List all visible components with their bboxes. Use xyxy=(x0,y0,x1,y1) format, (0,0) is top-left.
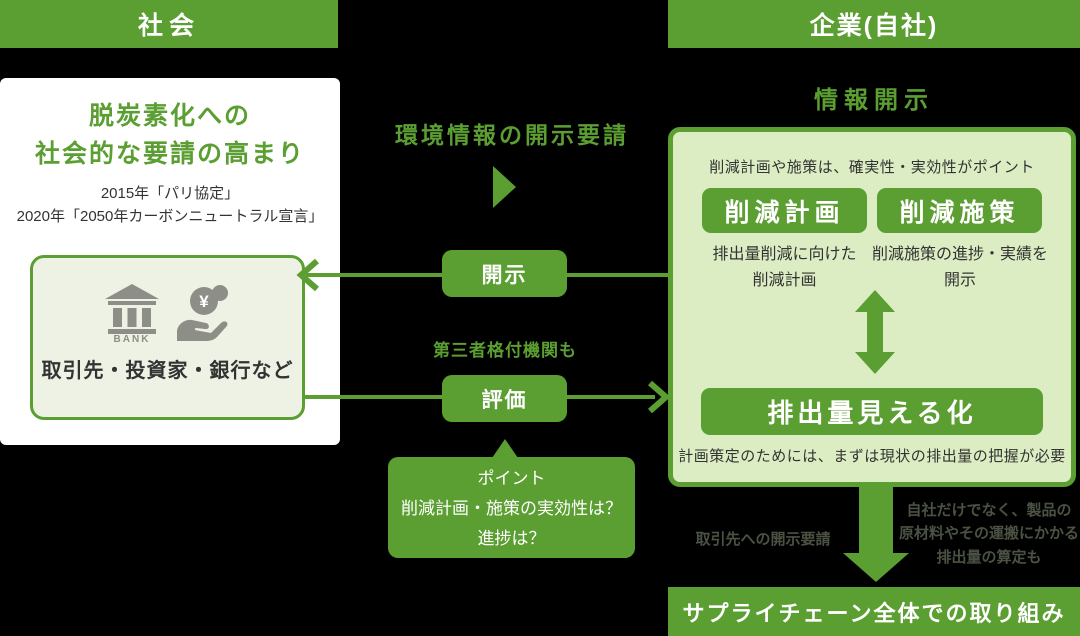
emissions-visualization-pill: 排出量見える化 xyxy=(701,388,1043,435)
society-card: 脱炭素化への 社会的な要請の高まり 2015年「パリ協定」 2020年「2050… xyxy=(0,78,340,445)
plan-description-line2: 削減計画 xyxy=(752,272,817,290)
down-arrow-icon xyxy=(843,487,909,582)
coin-yen-symbol: ¥ xyxy=(199,292,209,311)
society-card-notes: 2015年「パリ協定」 2020年「2050年カーボンニュートラル宣言」 xyxy=(0,183,340,228)
bubble-pointer-icon xyxy=(492,439,518,458)
information-disclosure-title: 情報開示 xyxy=(814,87,934,114)
reduction-plan-pill: 削減計画 xyxy=(702,188,867,233)
society-card-title: 脱炭素化への 社会的な要請の高まり xyxy=(0,98,340,173)
point-bubble-line1: ポイント xyxy=(477,469,546,488)
arrowhead-left-icon xyxy=(296,258,319,292)
disclose-label-pill: 開示 xyxy=(442,250,567,297)
society-header-band: 社会 xyxy=(0,0,338,48)
panel-bottom-note: 計画策定のためには、まずは現状の排出量の把握が必要 xyxy=(678,448,1066,465)
society-card-title-line1: 脱炭素化への xyxy=(88,102,251,130)
measure-description-line1: 削減施策の進捗・実績を xyxy=(871,246,1048,263)
measure-description-line2: 開示 xyxy=(943,272,976,290)
disclosure-panel: 削減計画や施策は、確実性・実効性がポイント 削減計画 削減施策 排出量削減に向け… xyxy=(668,127,1076,487)
disclosure-request-heading: 環境情報の開示要請 xyxy=(395,122,629,148)
reduction-measure-pill: 削減施策 xyxy=(877,188,1042,233)
supply-chain-bar: サプライチェーン全体での取り組み xyxy=(668,587,1080,636)
scope3-note-line1: 自社だけでなく、製品の xyxy=(906,502,1072,519)
arrowhead-right-icon xyxy=(648,380,671,414)
scope3-note-line2: 原材料やその運搬にかかる xyxy=(898,525,1079,543)
paris-agreement-note: 2015年「パリ協定」 xyxy=(100,185,240,202)
plan-description: 排出量削減に向けた 削減計画 xyxy=(687,242,882,295)
point-bubble-line2: 削減計画・施策の実効性は？ xyxy=(401,498,622,518)
right-arrow-triangle-icon xyxy=(493,166,516,208)
scope3-note: 自社だけでなく、製品の 原材料やその運搬にかかる 排出量の算定も xyxy=(898,499,1080,569)
point-bubble: ポイント 削減計画・施策の実効性は？ 進捗は？ xyxy=(388,457,635,558)
measure-description: 削減施策の進捗・実績を 開示 xyxy=(870,242,1050,295)
bank-icon-label: BANK xyxy=(113,334,150,342)
double-arrow-icon xyxy=(855,290,895,374)
bank-icon: BANK xyxy=(104,284,159,342)
plan-description-line1: 排出量削減に向けた xyxy=(712,246,857,263)
stakeholder-icons: BANK ¥ xyxy=(33,284,302,342)
point-bubble-line3: 進捗は？ xyxy=(477,528,546,548)
carbon-neutral-note: 2020年「2050年カーボンニュートラル宣言」 xyxy=(16,207,324,225)
company-header-band: 企業(自社) xyxy=(668,0,1080,48)
third-party-label: 第三者格付機関も xyxy=(433,341,577,360)
investor-hand-coin-icon: ¥ xyxy=(176,285,228,341)
stakeholders-label: 取引先・投資家・銀行など xyxy=(41,360,294,382)
society-card-title-line2: 社会的な要請の高まり xyxy=(34,139,305,168)
stakeholders-box: BANK ¥ 取引先・投資家・銀行など xyxy=(30,255,305,420)
scope3-note-line3: 排出量の算定も xyxy=(936,548,1042,566)
evaluate-label-pill: 評価 xyxy=(442,375,567,422)
supplier-request-label: 取引先への開示要請 xyxy=(695,531,831,548)
panel-top-note: 削減計画や施策は、確実性・実効性がポイント xyxy=(709,159,1035,176)
